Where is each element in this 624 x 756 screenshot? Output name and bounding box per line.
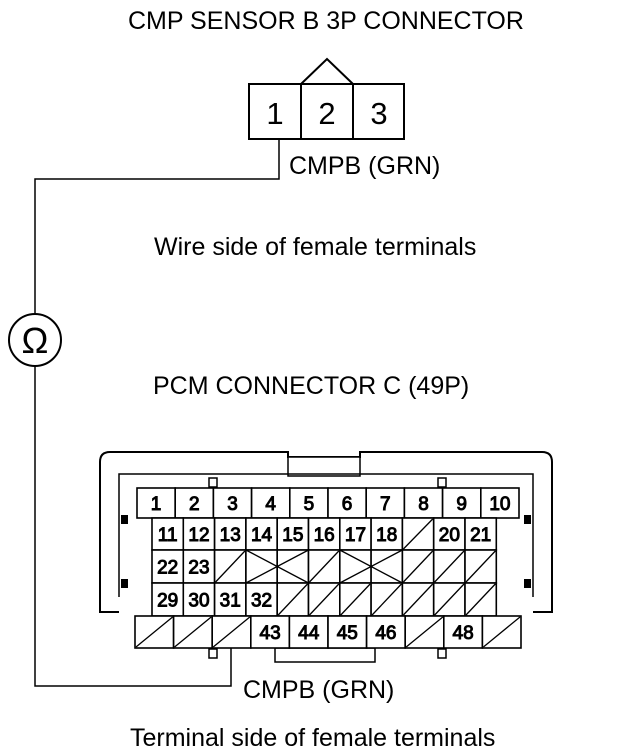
- pcm-guide-tab: [208, 648, 218, 659]
- pcm-empty-cell: [370, 549, 404, 584]
- pcm-terminal-label: 15: [282, 525, 303, 546]
- pcm-guide-tab: [437, 648, 447, 659]
- pcm-cell-hatch: [309, 550, 340, 583]
- pcm-empty-cell: [245, 549, 278, 584]
- pcm-cell-hatch: [135, 616, 174, 648]
- lead-wire-top: [34, 139, 280, 313]
- cmp-connector-body: [248, 83, 405, 140]
- pcm-top-latch: [287, 456, 361, 477]
- pcm-terminal-cell: [151, 582, 185, 617]
- pcm-cell-hatch: [215, 550, 246, 583]
- pcm-terminal-label: 29: [157, 591, 178, 612]
- pcm-terminal-label: 6: [342, 494, 353, 515]
- pcm-cell-hatch: [309, 583, 340, 616]
- cmp-connector-title: CMP SENSOR B 3P CONNECTOR: [128, 7, 524, 35]
- pcm-terminal-label: 43: [260, 623, 281, 644]
- pcm-terminal-cell: [479, 487, 520, 519]
- pcm-terminal-cell: [245, 582, 278, 617]
- ohmmeter: Ω: [8, 313, 62, 367]
- pcm-cell-hatch: [434, 550, 465, 583]
- pcm-terminal-label: 44: [298, 623, 320, 644]
- pcm-wire-label: CMPB (GRN): [243, 676, 395, 704]
- pcm-guide-tab: [437, 477, 447, 488]
- pcm-terminal-label: 45: [337, 623, 358, 644]
- pcm-empty-cell: [338, 549, 372, 584]
- pcm-terminal-label: 16: [314, 525, 335, 546]
- pcm-bottom-latch: [274, 647, 376, 663]
- lead-wire-bottom: [34, 366, 232, 687]
- pcm-terminal-label: 17: [345, 525, 366, 546]
- pcm-housing-inner: [118, 473, 534, 597]
- pcm-terminal-label: 9: [456, 494, 467, 515]
- pcm-side-label: Terminal side of female terminals: [130, 724, 496, 752]
- pcm-terminal-label: 12: [188, 525, 209, 546]
- pcm-cell-hatch: [465, 550, 496, 583]
- pcm-cell-hatch: [402, 583, 434, 616]
- pcm-terminal-label: 5: [304, 494, 315, 515]
- pcm-connector-title: PCM CONNECTOR C (49P): [153, 372, 470, 400]
- pcm-cell-hatch: [405, 616, 444, 648]
- pcm-terminal-cell: [288, 487, 329, 519]
- pcm-terminal-cell: [327, 615, 368, 649]
- ohm-icon: Ω: [22, 320, 49, 361]
- pcm-cell-hatch: [340, 583, 371, 616]
- pcm-terminal-label: 14: [251, 525, 273, 546]
- pcm-lock-tab: [524, 515, 531, 524]
- pcm-cell-hatch: [174, 616, 212, 648]
- pcm-terminal-label: 20: [439, 525, 460, 546]
- pcm-lock-tab: [121, 515, 128, 524]
- pcm-terminal-cell: [442, 615, 484, 649]
- pcm-terminal-label: 2: [189, 494, 200, 515]
- pcm-cell-hatch: [434, 583, 465, 616]
- pcm-lock-tab: [121, 579, 128, 588]
- pcm-terminal-label: 46: [375, 623, 396, 644]
- pcm-empty-cell: [276, 549, 310, 584]
- pcm-terminal-label: 30: [188, 591, 209, 612]
- pcm-terminal-label: 32: [251, 591, 272, 612]
- cmp-connector: 1 2 3: [248, 57, 405, 140]
- pcm-cell-hatch: [212, 616, 251, 648]
- pcm-terminal-label: 31: [220, 591, 241, 612]
- pcm-terminal-label: 13: [220, 525, 241, 546]
- pcm-cell-hatch: [277, 583, 308, 616]
- pcm-terminal-label: 11: [158, 525, 178, 546]
- pcm-terminal-label: 48: [453, 623, 474, 644]
- pcm-terminal-label: 21: [470, 525, 491, 546]
- pcm-terminal-cell: [403, 487, 444, 519]
- pcm-cell-hatch: [465, 583, 496, 616]
- cmp-pin-3: 3: [370, 96, 387, 131]
- cmp-pin-1: 1: [266, 96, 283, 131]
- pcm-guide-tab: [208, 477, 218, 488]
- cmp-side-label: Wire side of female terminals: [154, 233, 477, 261]
- pcm-terminal-label: 10: [489, 494, 510, 515]
- pcm-terminal-label: 1: [151, 494, 162, 515]
- pcm-terminal-cell: [432, 517, 466, 551]
- pcm-terminal-label: 18: [376, 525, 397, 546]
- pcm-lock-tab: [524, 579, 531, 588]
- cmp-wire-label: CMPB (GRN): [289, 152, 441, 180]
- pcm-cell-hatch: [402, 518, 434, 550]
- pcm-terminal-cell: [250, 615, 291, 649]
- pcm-terminal-label: 3: [227, 494, 238, 515]
- pcm-terminal-label: 7: [380, 494, 391, 515]
- pcm-cell-cross: [339, 549, 403, 584]
- pcm-terminal-label: 23: [188, 558, 209, 579]
- pcm-terminal-cell: [174, 487, 215, 519]
- ohmmeter-circle: [8, 313, 62, 367]
- pcm-terminal-label: 22: [157, 558, 178, 579]
- pcm-cell-hatch: [371, 583, 402, 616]
- pcm-terminal-label: 4: [265, 494, 276, 515]
- pcm-terminal-label: 8: [418, 494, 429, 515]
- cmp-connector-key: [300, 57, 354, 85]
- pcm-terminal-cell: [365, 487, 406, 519]
- pcm-cell-cross: [245, 549, 309, 584]
- cmp-pin-2: 2: [318, 96, 335, 131]
- pcm-cell-hatch: [482, 616, 521, 648]
- pcm-cell-hatch: [402, 550, 434, 583]
